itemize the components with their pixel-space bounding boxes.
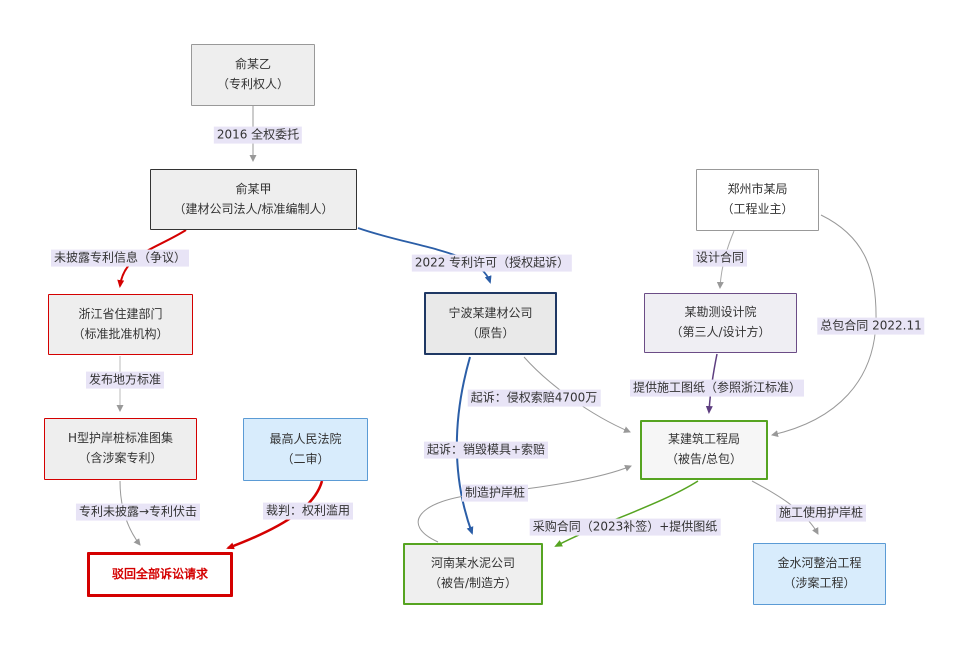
node-sublabel: （专利权人） [216, 77, 289, 91]
node-supreme-court: 最高人民法院 （二审） [243, 418, 368, 481]
node-sublabel: （标准批准机构） [72, 326, 169, 341]
node-label: 宁波某建材公司 [448, 305, 533, 320]
node-ningbo-building-materials: 宁波某建材公司 （原告） [424, 292, 557, 355]
node-label: 俞某乙 [234, 57, 271, 72]
edge-label-construction-use: 施工使用护岸桩 [775, 504, 867, 522]
edge-label-design-contract: 设计合同 [692, 249, 748, 267]
edge-caigou-line [554, 480, 699, 547]
node-claims-dismissed: 驳回全部诉讼请求 [87, 552, 233, 597]
node-jinshui-river-project: 金水河整治工程 （涉案工程） [753, 543, 886, 605]
node-sublabel: （第三人/设计方） [670, 325, 771, 339]
node-label: 驳回全部诉讼请求 [111, 566, 208, 581]
edge-label-undisclosed-patent: 未披露专利信息（争议） [50, 249, 190, 267]
node-construction-engineering-bureau: 某建筑工程局 （被告/总包） [640, 420, 768, 480]
edge-label-license-2022: 2022 专利许可（授权起诉） [411, 254, 573, 272]
node-survey-design-institute: 某勘测设计院 （第三人/设计方） [644, 293, 797, 353]
edge-label-entrust-2016: 2016 全权委托 [213, 126, 303, 144]
node-label: 某建筑工程局 [667, 432, 740, 447]
node-sublabel: （被告/总包） [665, 452, 743, 466]
edge-label-purchase-contract: 采购合同（2023补签）+提供图纸 [529, 518, 721, 536]
node-label: 最高人民法院 [269, 431, 342, 446]
node-standard-atlas: H型护岸桩标准图集 （含涉案专利） [44, 418, 197, 480]
node-label: 金水河整治工程 [777, 556, 862, 571]
node-label: 河南某水泥公司 [430, 556, 515, 571]
edge-label-general-contract: 总包合同 2022.11 [817, 317, 925, 335]
node-yu-mou-jia: 俞某甲 （建材公司法人/标准编制人） [150, 169, 357, 230]
node-sublabel: （涉案工程） [783, 576, 856, 590]
node-label: H型护岸桩标准图集 [67, 431, 174, 446]
node-sublabel: （二审） [281, 451, 330, 466]
node-sublabel: （含涉案专利） [78, 451, 163, 465]
edge-label-provide-drawings: 提供施工图纸（参照浙江标准） [629, 379, 805, 397]
node-label: 俞某甲 [235, 181, 272, 196]
node-yu-mou-yi: 俞某乙 （专利权人） [191, 44, 315, 106]
node-sublabel: （工程业主） [721, 202, 794, 216]
edge-label-sue-destroy-molds: 起诉：销毁模具+索赔 [423, 441, 549, 459]
edge-label-manufacture-piles: 制造护岸桩 [461, 484, 529, 502]
edge-label-publish-standard: 发布地方标准 [85, 371, 165, 389]
node-sublabel: （被告/制造方） [428, 576, 518, 590]
node-label: 浙江省住建部门 [78, 306, 163, 321]
node-sublabel: （原告） [466, 325, 515, 340]
edge-label-patent-ambush: 专利未披露→专利伏击 [75, 503, 201, 521]
edge-label-ruling-abuse: 裁判：权利滥用 [262, 502, 354, 520]
node-henan-cement-company: 河南某水泥公司 （被告/制造方） [403, 543, 543, 605]
node-label: 某勘测设计院 [684, 305, 757, 320]
node-zhengzhou-bureau: 郑州市某局 （工程业主） [696, 169, 819, 231]
node-sublabel: （建材公司法人/标准编制人） [173, 201, 334, 216]
node-zhejiang-housing-dept: 浙江省住建部门 （标准批准机构） [48, 294, 193, 355]
edge-xuke-line [357, 227, 492, 284]
edge-label-sue-compensation: 起诉：侵权索赔4700万 [467, 389, 601, 407]
node-label: 郑州市某局 [727, 182, 788, 197]
